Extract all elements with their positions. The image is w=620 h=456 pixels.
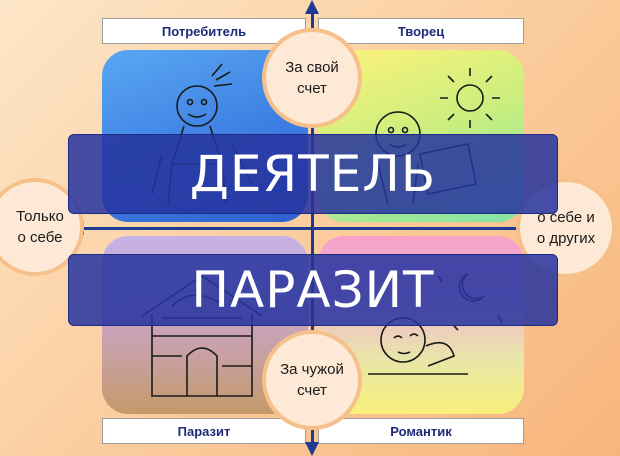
circle-others-expense: За чужой счет bbox=[262, 330, 362, 430]
circle-own-expense-line2: счет bbox=[297, 80, 327, 97]
arrow-down-icon bbox=[305, 442, 319, 456]
label-romantic-text: Романтик bbox=[390, 423, 452, 439]
circle-only-self-line1: Только bbox=[16, 208, 64, 225]
circle-only-self-line2: о себе bbox=[17, 229, 63, 246]
banner-parasite-text: ПАРАЗИТ bbox=[191, 261, 435, 319]
circle-others-expense-line1: За чужой bbox=[280, 361, 344, 378]
circle-self-and-others-line2: о других bbox=[536, 230, 596, 247]
horizontal-axis bbox=[80, 227, 542, 230]
banner-doer-text: ДЕЯТЕЛЬ bbox=[189, 145, 437, 203]
label-consumer: Потребитель bbox=[102, 18, 306, 44]
banner-parasite: ПАРАЗИТ bbox=[68, 254, 558, 326]
label-consumer-text: Потребитель bbox=[161, 23, 247, 39]
banner-doer: ДЕЯТЕЛЬ bbox=[68, 134, 558, 214]
label-creator: Творец bbox=[318, 18, 524, 44]
label-parasite-text: Паразит bbox=[177, 423, 231, 439]
arrow-up-icon bbox=[305, 0, 319, 14]
label-romantic: Романтик bbox=[318, 418, 524, 444]
circle-others-expense-line2: счет bbox=[297, 382, 327, 399]
circle-own-expense-line1: За свой bbox=[285, 59, 339, 76]
label-parasite: Паразит bbox=[102, 418, 306, 444]
circle-own-expense: За свой счет bbox=[262, 28, 362, 128]
label-creator-text: Творец bbox=[397, 23, 445, 39]
